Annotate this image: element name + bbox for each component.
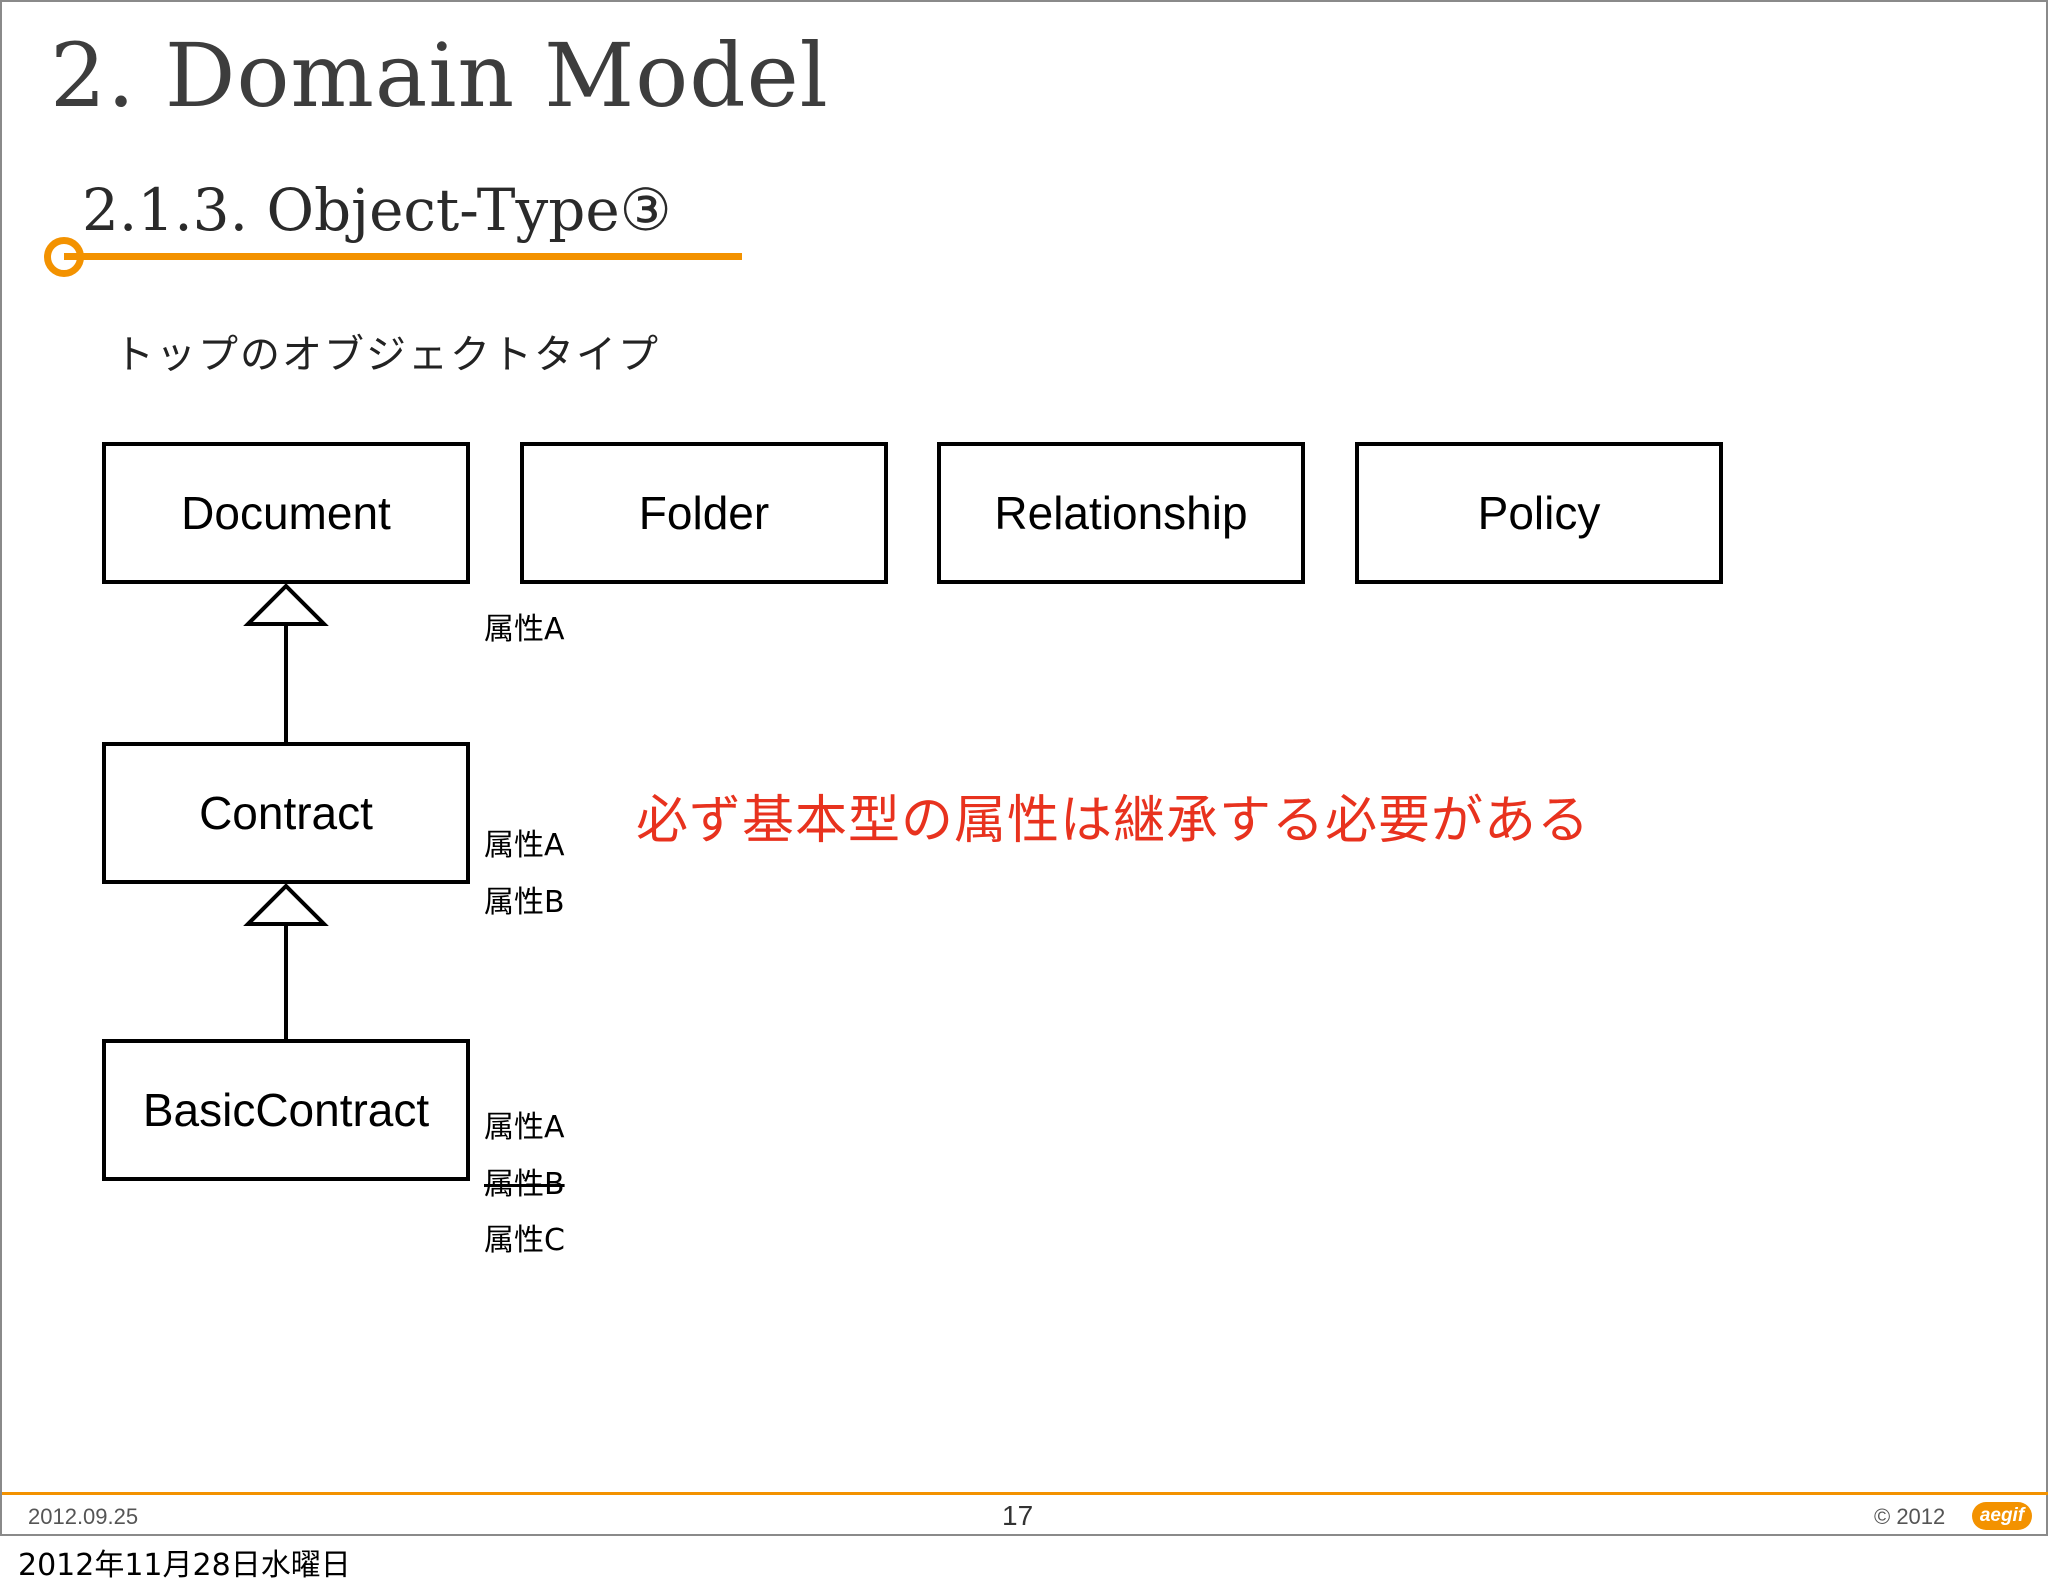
page-title: 2. Domain Model — [50, 24, 829, 127]
inheritance-arrows — [243, 583, 329, 1040]
basiccontract-attr-a: 属性A — [484, 1110, 565, 1145]
inheritance-note: 必ず基本型の属性は継承する必要がある — [636, 791, 1591, 851]
footer-divider — [2, 1492, 2048, 1495]
contract-attr-b: 属性B — [484, 885, 565, 920]
footer-date: 2012.09.25 — [28, 1504, 139, 1529]
arrow-contract-to-document — [243, 583, 329, 744]
type-box-contract: Contract — [102, 742, 470, 884]
basiccontract-attr-c: 属性C — [484, 1223, 565, 1258]
aegif-logo-icon: aegif — [1972, 1502, 2032, 1530]
section-underline — [64, 253, 742, 260]
type-box-basiccontract: BasicContract — [102, 1039, 470, 1181]
type-box-policy: Policy — [1355, 442, 1723, 584]
type-box-folder: Folder — [520, 442, 888, 584]
page-number: 17 — [1002, 1500, 1034, 1531]
generalization-arrowhead-icon — [243, 583, 329, 626]
generalization-arrowhead-icon — [243, 883, 329, 926]
type-box-document: Document — [102, 442, 470, 584]
slide-caption: トップのオブジェクトタイプ — [114, 332, 660, 378]
slide: 2. Domain Model 2.1.3. Object-Type③ トップの… — [0, 0, 2048, 1536]
footer-copyright: © 2012 — [1874, 1504, 1946, 1529]
arrow-basiccontract-to-contract — [243, 883, 329, 1040]
basiccontract-attr-b-struck: 属性B — [484, 1167, 565, 1202]
section-title: 2.1.3. Object-Type③ — [82, 176, 672, 244]
document-attr-a: 属性A — [484, 612, 565, 647]
type-box-relationship: Relationship — [937, 442, 1305, 584]
contract-attr-a: 属性A — [484, 828, 565, 863]
export-date: 2012年11月28日水曜日 — [18, 1548, 351, 1583]
